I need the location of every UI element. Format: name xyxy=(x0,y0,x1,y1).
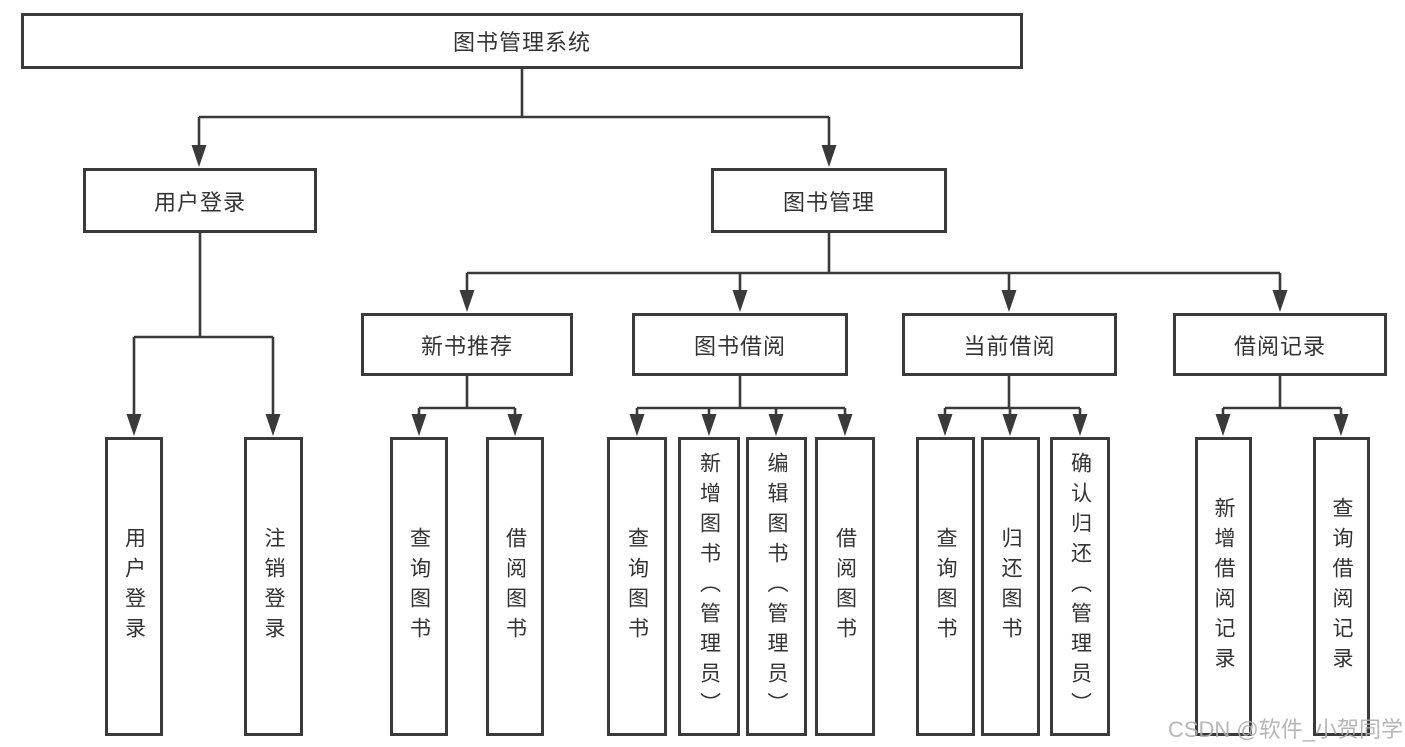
node-user-login: 用户登录 xyxy=(83,168,317,233)
node-user-login-label: 用户登录 xyxy=(153,189,246,215)
leaf-query-borrow-record-label: 查询借阅记录 xyxy=(1330,496,1353,677)
node-book-borrow-label: 图书借阅 xyxy=(693,333,786,359)
node-book-mgmt: 图书管理 xyxy=(711,168,947,233)
leaf-borrow-borrow-books-label: 借阅图书 xyxy=(833,526,857,647)
node-current-borrow-label: 当前借阅 xyxy=(963,333,1056,359)
leaf-borrow-query-books-label: 查询图书 xyxy=(625,526,649,647)
node-new-book-recommend-label: 新书推荐 xyxy=(420,333,513,359)
watermark: CSDN @软件_小贺同学 xyxy=(1167,717,1403,742)
leaf-current-query-books-label: 查询图书 xyxy=(934,526,957,647)
leaf-logout-label: 注销登录 xyxy=(262,526,285,647)
leaf-return-books-label: 归还图书 xyxy=(999,526,1022,647)
leaf-query-borrow-record: 查询借阅记录 xyxy=(1313,437,1370,736)
leaf-newrec-query-books: 查询图书 xyxy=(390,437,448,736)
leaf-newrec-borrow-books-label: 借阅图书 xyxy=(503,526,527,647)
leaf-add-books-admin-label: 新增图书（管理员） xyxy=(697,451,721,722)
leaf-borrow-borrow-books: 借阅图书 xyxy=(815,437,875,736)
leaf-user-login-label: 用户登录 xyxy=(122,526,146,647)
leaf-newrec-borrow-books: 借阅图书 xyxy=(486,437,544,736)
leaf-add-books-admin: 新增图书（管理员） xyxy=(678,437,740,736)
node-borrow-records-label: 借阅记录 xyxy=(1233,333,1326,359)
leaf-confirm-return-admin: 确认归还（管理员） xyxy=(1050,437,1110,736)
node-book-mgmt-label: 图书管理 xyxy=(782,189,875,215)
leaf-edit-books-admin: 编辑图书（管理员） xyxy=(746,437,807,736)
leaf-logout: 注销登录 xyxy=(244,437,303,736)
node-borrow-records: 借阅记录 xyxy=(1173,313,1387,376)
leaf-add-borrow-record-label: 新增借阅记录 xyxy=(1212,496,1235,677)
leaf-edit-books-admin-label: 编辑图书（管理员） xyxy=(765,451,788,722)
node-current-borrow: 当前借阅 xyxy=(902,313,1117,376)
leaf-return-books: 归还图书 xyxy=(981,437,1040,736)
leaf-add-borrow-record: 新增借阅记录 xyxy=(1195,437,1252,736)
node-root-label: 图书管理系统 xyxy=(452,30,591,55)
leaf-confirm-return-admin-label: 确认归还（管理员） xyxy=(1068,451,1092,722)
leaf-current-query-books: 查询图书 xyxy=(916,437,975,736)
node-new-book-recommend: 新书推荐 xyxy=(361,313,573,376)
leaf-user-login: 用户登录 xyxy=(105,437,163,736)
node-root: 图书管理系统 xyxy=(21,13,1023,69)
leaf-borrow-query-books: 查询图书 xyxy=(607,437,667,736)
leaf-newrec-query-books-label: 查询图书 xyxy=(407,526,431,647)
node-book-borrow: 图书借阅 xyxy=(632,313,848,376)
